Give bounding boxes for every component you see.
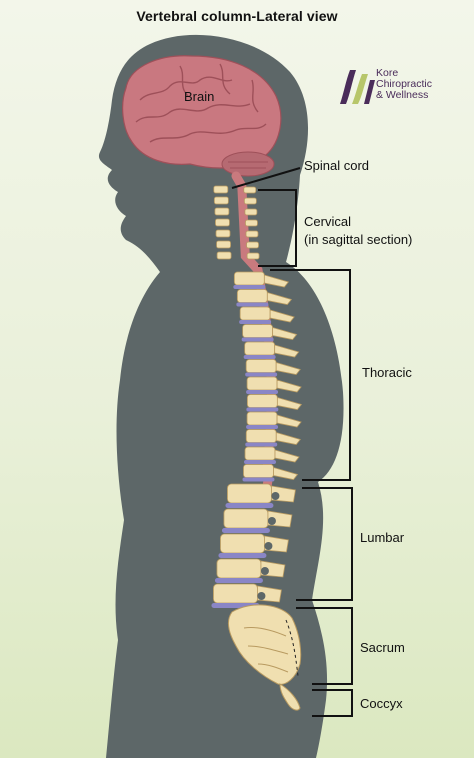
thoracic-vertebra — [245, 429, 277, 443]
logo-line-2: Chiropractic — [376, 78, 433, 90]
label-brain: Brain — [184, 89, 215, 104]
thoracic-spinous-process — [276, 379, 302, 393]
lumbar-disc — [218, 553, 267, 558]
thoracic-disc — [233, 285, 266, 289]
thoracic-vertebra — [243, 464, 274, 478]
thoracic-vertebra — [245, 359, 277, 373]
label-thoracic: Thoracic — [362, 365, 412, 380]
logo-text: Kore Chiropractic & Wellness — [376, 68, 432, 101]
intervertebral-foramen — [271, 492, 280, 500]
label-cervical: Cervical — [304, 214, 351, 229]
thoracic-vertebra — [233, 271, 265, 286]
label-spinal-cord: Spinal cord — [304, 158, 370, 173]
thoracic-vertebra — [246, 394, 278, 408]
label-cervical-note: (in sagittal section) — [304, 232, 413, 247]
thoracic-disc — [241, 337, 274, 342]
thoracic-spinous-process — [274, 449, 300, 463]
logo-mark — [340, 70, 375, 104]
thoracic-vertebra — [236, 289, 268, 303]
lumbar-bracket — [296, 487, 353, 601]
lumbar-disc — [214, 578, 263, 583]
coccyx-shape — [279, 683, 301, 711]
sacrum-shape — [228, 604, 302, 685]
lumbar-vertebra — [216, 558, 262, 579]
thoracic-vertebra — [239, 306, 271, 321]
cervical-spinous-process — [243, 186, 257, 194]
thoracic-spinous-process — [274, 344, 300, 358]
thoracic-disc — [239, 320, 272, 324]
cervical-vertebra — [213, 196, 229, 205]
thoracic-disc — [244, 460, 277, 464]
lumbar-vertebra — [223, 508, 269, 529]
cervical-spinous-process — [246, 252, 260, 260]
cervical-spinous-process — [245, 230, 259, 238]
thoracic-spinous-process — [272, 326, 298, 340]
thoracic-spinous-process — [275, 431, 301, 445]
cervical-vertebra — [214, 207, 230, 216]
cervical-vertebra — [213, 185, 229, 194]
thoracic-vertebra — [246, 376, 278, 391]
thoracic-spinous-process — [275, 361, 301, 375]
intervertebral-foramen — [267, 517, 276, 525]
thoracic-disc — [243, 355, 276, 359]
thoracic-disc — [245, 372, 278, 377]
thoracic-disc — [245, 442, 278, 447]
vertebral-column — [211, 171, 303, 608]
cervical-spinous-process — [246, 241, 259, 249]
spinal-cord-pointer — [231, 167, 301, 189]
thoracic-spinous-process — [273, 466, 299, 480]
brain — [122, 55, 282, 177]
thoracic-vertebra — [244, 341, 276, 356]
thoracic-vertebra — [244, 446, 276, 461]
thoracic-disc — [246, 390, 279, 394]
thoracic-bracket — [270, 269, 351, 481]
cervical-bracket — [258, 189, 297, 267]
label-sacrum: Sacrum — [360, 640, 405, 655]
cervical-spinous-process — [245, 219, 258, 227]
thoracic-disc — [236, 302, 269, 307]
label-coccyx: Coccyx — [360, 696, 403, 711]
thoracic-spinous-process — [266, 291, 293, 305]
logo-line-1: Kore — [376, 67, 399, 79]
lumbar-disc — [225, 503, 274, 508]
intervertebral-foramen — [260, 567, 269, 575]
coccyx-bracket — [312, 689, 353, 717]
diagram-title: Vertebral column-Lateral view — [136, 8, 338, 24]
thoracic-vertebra — [246, 411, 278, 426]
cervical-spinous-process — [243, 197, 257, 205]
lumbar-disc — [221, 528, 270, 533]
label-lumbar: Lumbar — [360, 530, 405, 545]
thoracic-spinous-process — [276, 396, 303, 410]
cervical-vertebra — [216, 251, 232, 260]
thoracic-disc — [246, 425, 279, 429]
lumbar-vertebra — [220, 533, 265, 554]
logo-line-3: & Wellness — [376, 89, 429, 101]
cervical-vertebra — [215, 229, 231, 238]
thoracic-spinous-process — [276, 414, 302, 428]
sacrum-bracket — [296, 607, 353, 685]
intervertebral-foramen — [264, 542, 273, 550]
lumbar-vertebra — [213, 583, 258, 604]
cervical-spinous-process — [244, 208, 258, 216]
cervical-vertebra — [215, 218, 230, 227]
thoracic-vertebra — [242, 324, 274, 338]
thoracic-spinous-process — [269, 309, 295, 323]
lumbar-vertebra — [227, 483, 272, 504]
thoracic-disc — [242, 477, 275, 482]
thoracic-spinous-process — [263, 274, 290, 288]
cervical-vertebra — [216, 240, 231, 249]
intervertebral-foramen — [257, 592, 266, 600]
thoracic-disc — [246, 407, 279, 412]
